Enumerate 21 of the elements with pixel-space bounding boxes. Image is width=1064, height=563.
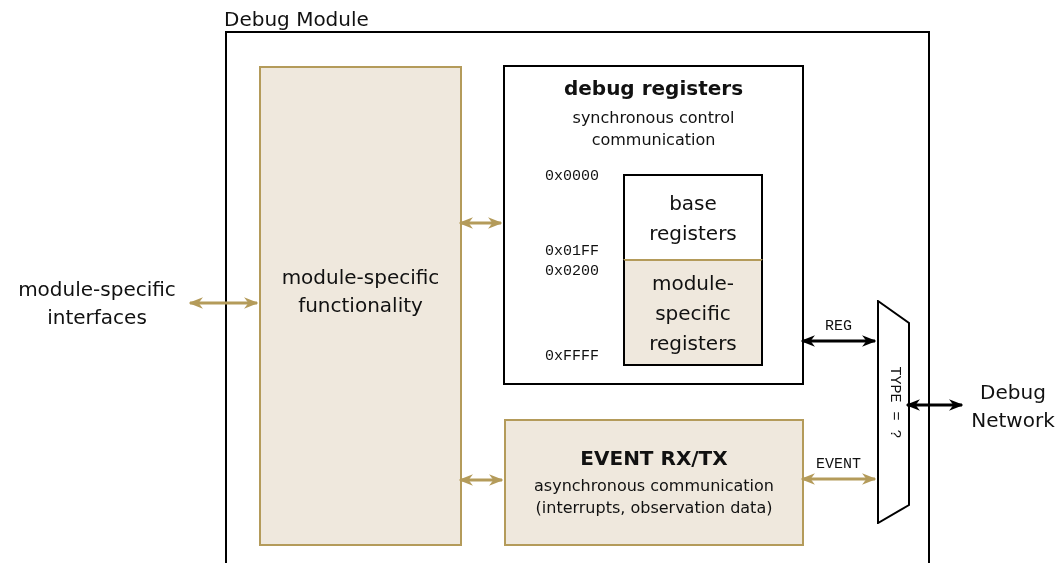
register-label: base registers xyxy=(648,190,738,247)
block-heading: debug registers xyxy=(563,77,744,99)
event-block xyxy=(504,419,804,546)
address-label: 0x0000 xyxy=(545,168,599,186)
register-label: module-specific registers xyxy=(648,269,738,357)
functionality-block xyxy=(259,66,462,546)
register-block xyxy=(503,65,804,385)
module-register-range xyxy=(623,259,763,366)
block-description: synchronous control communication xyxy=(571,107,736,151)
mux-label: TYPE = ? xyxy=(885,366,902,438)
block-heading: EVENT RX/TX xyxy=(580,446,728,469)
endpoint-label: Debug Network xyxy=(970,379,1056,434)
endpoint-label: module-specific interfaces xyxy=(17,276,177,331)
address-label: 0x01FF xyxy=(545,243,599,261)
block-label: module-specific functionality xyxy=(280,264,441,319)
base-register-range xyxy=(623,174,763,260)
address-label: 0xFFFF xyxy=(545,348,599,366)
multiplexer xyxy=(877,300,910,524)
frame-title: Debug Module xyxy=(224,7,369,31)
address-label: 0x0200 xyxy=(545,263,599,281)
block-description: asynchronous communication (interrupts, observation data) xyxy=(533,474,775,519)
